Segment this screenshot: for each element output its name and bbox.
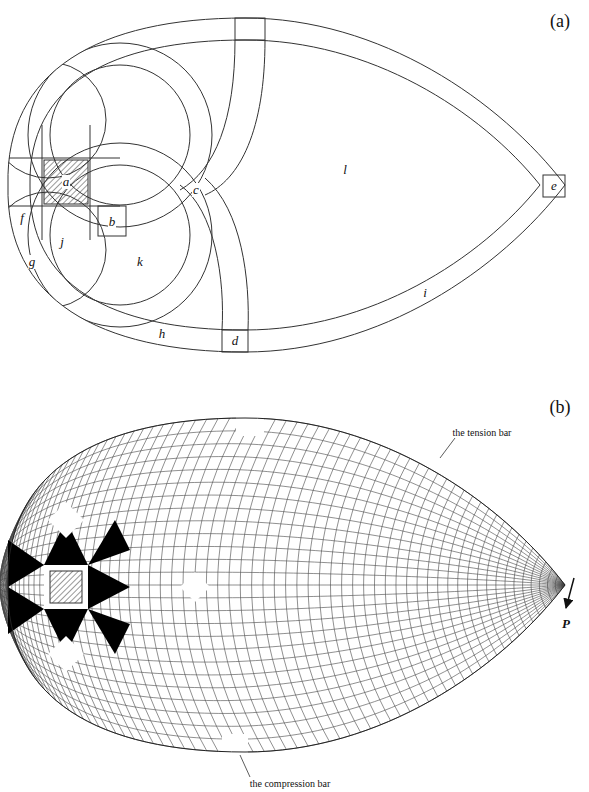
inner-band-edge (30, 185, 540, 330)
panel-label: (a) (549, 12, 571, 32)
circular-arcs (0, 43, 212, 327)
arc-band-edge (180, 40, 235, 190)
dense-wedges (8, 520, 130, 654)
outer-band-edge (8, 185, 565, 352)
mesh-line (46, 451, 84, 719)
hatched-square (44, 160, 88, 204)
layout-panel-b (0, 416, 565, 754)
load-arrow (566, 578, 574, 608)
part-letter: a (62, 175, 71, 189)
joint-gaps (44, 416, 264, 754)
load-label: P (561, 617, 571, 631)
part-letter: b (108, 215, 117, 229)
mesh-line (8, 418, 565, 585)
part-letter: g (28, 255, 37, 269)
outer-band-edge (8, 18, 565, 185)
layout-panel-a (0, 18, 565, 352)
part-letter: e (550, 179, 558, 193)
hatched-square (50, 571, 82, 603)
bar-annotation: the compression bar (249, 778, 332, 789)
leader-line (440, 438, 455, 458)
part-letter: h (158, 327, 167, 341)
arc-band-edge (205, 178, 248, 330)
mesh-line (8, 585, 565, 739)
part-letter: j (59, 235, 65, 249)
mesh-line (8, 431, 565, 585)
joint-square (235, 18, 265, 40)
mesh-line (8, 585, 565, 752)
part-letter: d (231, 334, 240, 348)
outer-outline (8, 418, 565, 752)
truss-mesh (0, 418, 565, 752)
arc-band-edge (205, 40, 265, 195)
part-letter: c (192, 183, 200, 197)
panel-label: (b) (549, 398, 572, 418)
joint-square (222, 330, 248, 352)
part-letter: f (19, 211, 25, 225)
leader-line (240, 755, 250, 777)
joint-square (543, 175, 565, 197)
part-letter: l (342, 163, 348, 177)
part-letter: k (136, 255, 144, 269)
inner-band-edge (30, 40, 540, 185)
bar-annotation: the tension bar (452, 427, 513, 438)
joint-square (98, 206, 126, 236)
mesh-line (6, 457, 565, 585)
part-letter: i (422, 286, 428, 300)
